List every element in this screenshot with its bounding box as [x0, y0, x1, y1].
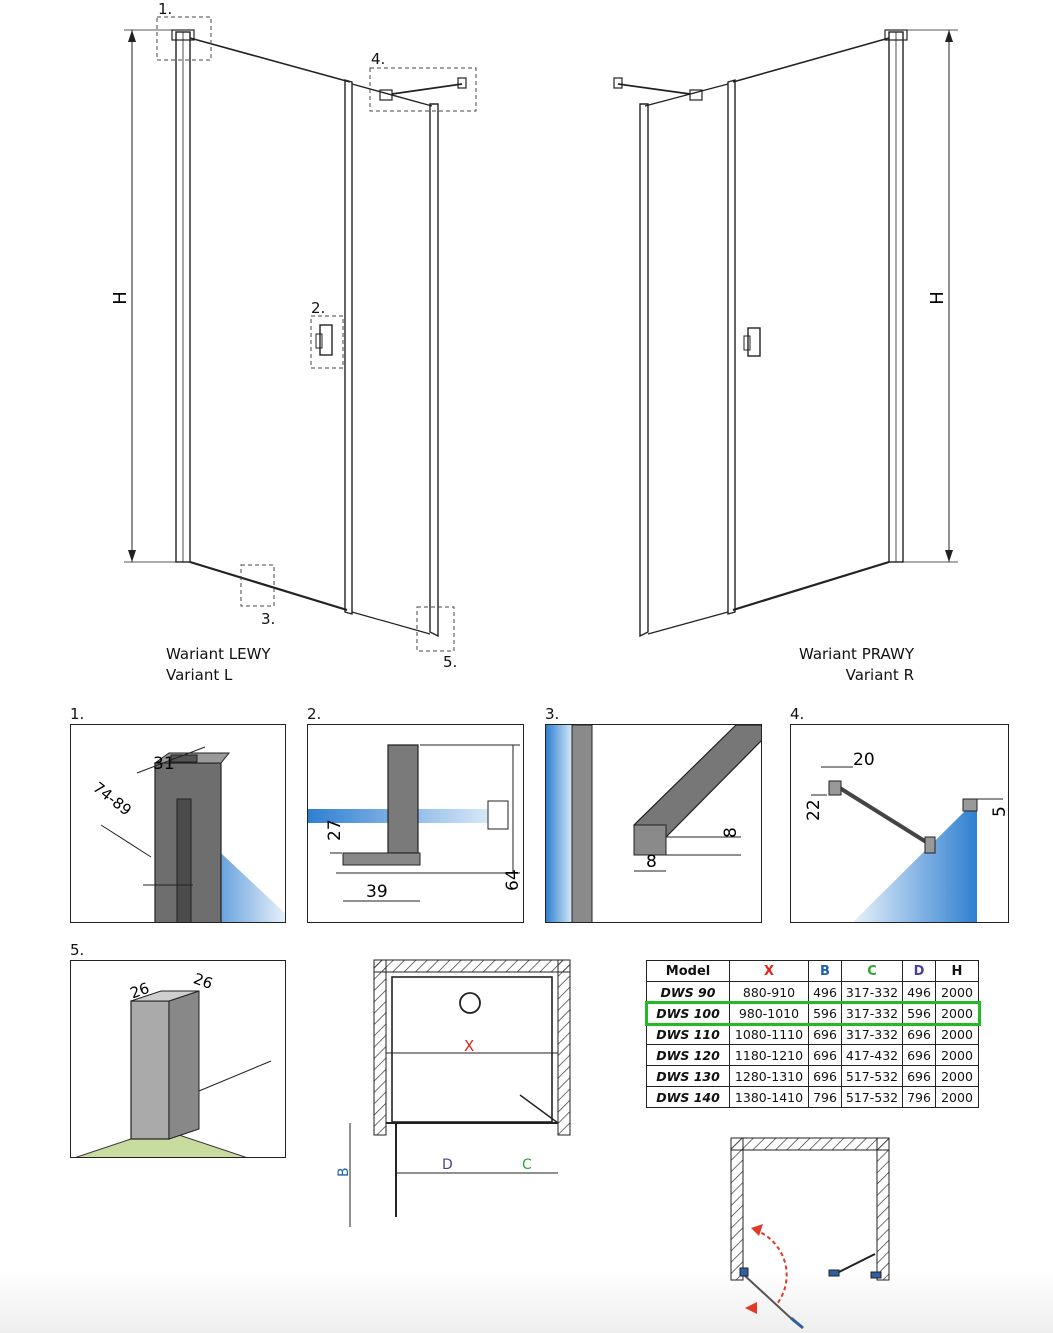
left-callout-boxes — [156, 16, 477, 652]
detail-5-label: 5. — [70, 941, 85, 959]
variant-left-caption: Wariant LEWY Variant L — [166, 644, 271, 686]
detail-3-dim-height: 8 — [721, 827, 741, 838]
plan-x-label: X — [464, 1037, 474, 1055]
detail-3-seal: 8 8 — [545, 724, 762, 923]
col-model: Model — [646, 960, 730, 982]
table-row: DWS 130 1280-1310 696 517-532 696 2000 — [646, 1065, 979, 1087]
col-x: X — [729, 960, 809, 982]
variant-right-polish: Wariant PRAWY — [798, 645, 914, 663]
detail-2-dim-27: 27 — [325, 819, 345, 841]
svg-text:1.: 1. — [158, 0, 172, 18]
table-row: DWS 140 1380-1410 796 517-532 796 2000 — [646, 1086, 979, 1108]
table-row-highlighted: DWS 100 980-1010 596 317-332 596 2000 — [644, 1000, 981, 1026]
variant-left-polish: Wariant LEWY — [166, 645, 271, 663]
detail-1-label: 1. — [70, 705, 85, 723]
svg-text:4.: 4. — [371, 50, 385, 68]
detail-4-dim-20: 20 — [853, 750, 875, 770]
detail-5-dim-right: 26 — [191, 969, 215, 992]
detail-3-label: 3. — [545, 705, 560, 723]
detail-1-wall-profile: 31 74-89 — [70, 724, 286, 923]
col-h: H — [935, 960, 979, 982]
left-callout-labels: 1. 2. 3. 4. 5. — [158, 0, 457, 671]
detail-4-drawing: 20 22 5 — [804, 750, 1009, 922]
door-swing-plan — [730, 1137, 890, 1330]
detail-4-dim-5: 5 — [990, 806, 1009, 817]
spec-table-header: Model X B C D H — [646, 960, 979, 982]
detail-4-dim-22: 22 — [804, 799, 824, 821]
variant-right-english: Variant R — [845, 666, 914, 684]
detail-2-dim-39: 39 — [366, 882, 388, 902]
plan-b-label: B — [336, 1167, 352, 1177]
height-label-left: H — [110, 291, 131, 305]
bottom-fade — [0, 1270, 1053, 1333]
table-row: DWS 110 1080-1110 696 317-332 696 2000 — [646, 1023, 979, 1045]
right-variant-door — [613, 29, 958, 638]
variant-right-caption: Wariant PRAWY Variant R — [760, 644, 914, 686]
detail-2-label: 2. — [307, 705, 322, 723]
detail-1-drawing: 31 74-89 — [89, 746, 285, 922]
spec-table: Model X B C D H DWS 90 880-910 496 317-3… — [644, 960, 981, 1108]
svg-text:5.: 5. — [443, 653, 457, 671]
detail-3-dim-width: 8 — [646, 852, 657, 872]
detail-2-dim-64: 64 — [503, 869, 523, 891]
left-variant-door — [124, 29, 467, 638]
plan-c-label: C — [522, 1157, 532, 1173]
detail-4-stabiliser: 20 22 5 — [790, 724, 1009, 923]
detail-5-dim-left: 26 — [128, 979, 152, 1002]
table-row: DWS 120 1180-1210 696 417-432 696 2000 — [646, 1044, 979, 1066]
variant-left-english: Variant L — [166, 666, 233, 684]
detail-2-drawing: 27 39 64 — [308, 744, 523, 902]
detail-3-drawing: 8 8 — [546, 725, 761, 922]
col-d: D — [902, 960, 936, 982]
col-c: C — [841, 960, 903, 982]
door-elevation-drawings: 1. 2. 3. 4. 5. H H — [110, 0, 958, 671]
height-label-right: H — [927, 291, 948, 305]
detail-5-drawing: 26 26 — [75, 969, 272, 1157]
svg-text:3.: 3. — [261, 610, 275, 628]
detail-1-dim-width: 31 — [153, 754, 175, 774]
table-row: DWS 90 880-910 496 317-332 496 2000 — [646, 981, 979, 1003]
detail-1-dim-range: 74-89 — [89, 778, 134, 819]
detail-2-handle: 27 39 64 — [307, 724, 524, 923]
svg-text:2.: 2. — [311, 299, 325, 317]
plan-view-drawing: X D C B — [336, 959, 571, 1227]
detail-5-door-profile: 26 26 — [70, 960, 286, 1158]
plan-d-label: D — [442, 1157, 453, 1173]
detail-4-label: 4. — [790, 705, 805, 723]
col-b: B — [808, 960, 842, 982]
